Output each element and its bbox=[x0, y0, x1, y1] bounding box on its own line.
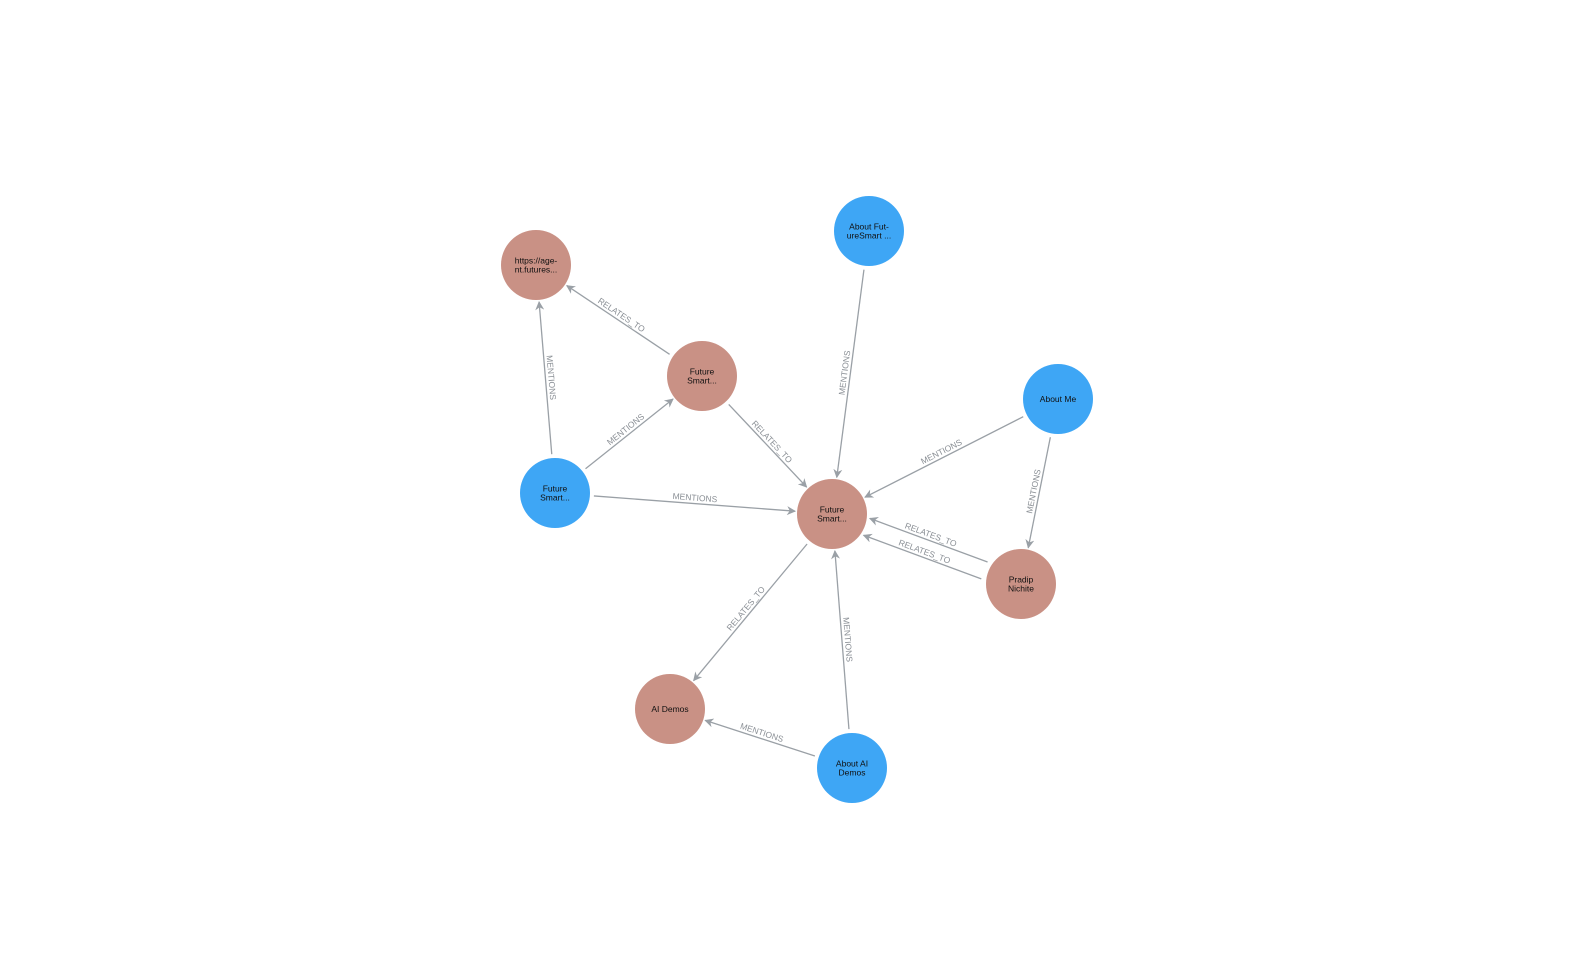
edge-mentions[interactable]: MENTIONS bbox=[704, 718, 816, 757]
edge-line[interactable] bbox=[831, 549, 850, 730]
node-circle[interactable] bbox=[520, 458, 590, 528]
node-label: Nichite bbox=[1008, 584, 1034, 594]
node-label: Smart... bbox=[540, 493, 570, 503]
node-circle[interactable] bbox=[1023, 364, 1093, 434]
node-circle[interactable] bbox=[986, 549, 1056, 619]
graph-node-entity[interactable]: https://age-nt.futures... bbox=[501, 230, 571, 300]
edge-label: MENTIONS bbox=[672, 491, 718, 504]
node-label: ureSmart ... bbox=[847, 231, 891, 241]
edge-mentions[interactable]: MENTIONS bbox=[864, 416, 1024, 498]
node-label: Future bbox=[820, 505, 845, 515]
graph-node-entity[interactable]: FutureSmart... bbox=[667, 341, 737, 411]
edge-line[interactable] bbox=[704, 718, 816, 757]
edge-line[interactable] bbox=[862, 533, 982, 580]
node-label: About Me bbox=[1040, 394, 1077, 404]
edge-line[interactable] bbox=[1025, 437, 1051, 549]
edges-layer: RELATES_TO MENTIONS MENTIONS MENTIONS RELATE… bbox=[535, 269, 1051, 757]
node-label: Future bbox=[543, 484, 568, 494]
edge-line[interactable] bbox=[566, 285, 670, 355]
node-label: Smart... bbox=[687, 376, 717, 386]
edge-mentions[interactable]: MENTIONS bbox=[1024, 437, 1051, 549]
node-label: Demos bbox=[839, 768, 866, 778]
edge-label: MENTIONS bbox=[605, 411, 647, 447]
node-circle[interactable] bbox=[501, 230, 571, 300]
node-circle[interactable] bbox=[817, 733, 887, 803]
edge-mentions[interactable]: MENTIONS bbox=[585, 398, 674, 470]
edge-label: RELATES_TO bbox=[750, 418, 795, 465]
edge-line[interactable] bbox=[585, 398, 674, 470]
edge-label: MENTIONS bbox=[919, 437, 964, 466]
edge-mentions[interactable]: MENTIONS bbox=[535, 300, 559, 455]
edge-relates-to[interactable]: RELATES_TO bbox=[862, 533, 982, 580]
edge-line[interactable] bbox=[868, 517, 988, 563]
edge-label: RELATES_TO bbox=[596, 296, 647, 335]
edge-line[interactable] bbox=[728, 403, 808, 488]
edge-line[interactable] bbox=[535, 300, 553, 455]
node-label: About Fut- bbox=[849, 222, 889, 232]
node-label: nt.futures... bbox=[515, 265, 558, 275]
edge-label: RELATES_TO bbox=[724, 584, 767, 633]
graph-node-document[interactable]: About Me bbox=[1023, 364, 1093, 434]
edge-label: MENTIONS bbox=[841, 617, 855, 663]
edge-mentions[interactable]: MENTIONS bbox=[593, 491, 797, 516]
node-circle[interactable] bbox=[834, 196, 904, 266]
graph-node-entity[interactable]: AI Demos bbox=[635, 674, 705, 744]
edge-relates-to[interactable]: RELATES_TO bbox=[693, 543, 808, 682]
node-circle[interactable] bbox=[797, 479, 867, 549]
node-circle[interactable] bbox=[667, 341, 737, 411]
node-label: https://age- bbox=[515, 256, 558, 266]
graph-node-document[interactable]: FutureSmart... bbox=[520, 458, 590, 528]
node-label: Smart... bbox=[817, 514, 847, 524]
edge-label: MENTIONS bbox=[739, 721, 785, 744]
node-label: About AI bbox=[836, 759, 868, 769]
node-label: Future bbox=[690, 367, 715, 377]
graph-node-entity[interactable]: FutureSmart... bbox=[797, 479, 867, 549]
graph-node-document[interactable]: About Fut-ureSmart ... bbox=[834, 196, 904, 266]
node-label: Pradip bbox=[1009, 575, 1034, 585]
nodes-layer: https://age-nt.futures...FutureSmart...A… bbox=[501, 196, 1093, 803]
edge-mentions[interactable]: MENTIONS bbox=[833, 269, 865, 479]
edge-line[interactable] bbox=[693, 543, 808, 682]
edge-line[interactable] bbox=[833, 269, 865, 479]
edge-label: MENTIONS bbox=[545, 355, 559, 401]
node-label: AI Demos bbox=[651, 704, 688, 714]
edge-line[interactable] bbox=[593, 495, 797, 516]
edge-line[interactable] bbox=[864, 416, 1024, 498]
edge-relates-to[interactable]: RELATES_TO bbox=[566, 285, 670, 355]
edge-mentions[interactable]: MENTIONS bbox=[831, 549, 855, 730]
node-circle[interactable] bbox=[635, 674, 705, 744]
edge-relates-to[interactable]: RELATES_TO bbox=[728, 403, 808, 488]
